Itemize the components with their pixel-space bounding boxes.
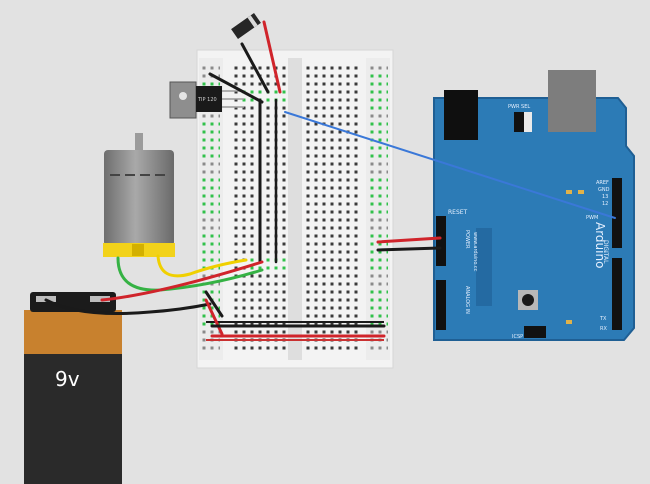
reset-label: RESET (448, 209, 468, 216)
usb-connector (548, 70, 596, 132)
motor-shaft (135, 133, 143, 151)
signal-wire-blue (284, 111, 616, 219)
diode-band (247, 15, 258, 28)
analog-header (436, 280, 446, 330)
diode (231, 13, 261, 39)
dc-motor (103, 133, 175, 257)
aref-label: AREF (596, 180, 609, 186)
motor-wire-yellow (156, 254, 248, 278)
battery-label: 9v (55, 367, 80, 391)
battery-wire-red (100, 260, 264, 302)
battery-wire-black (44, 298, 212, 315)
power-wire-black (376, 246, 442, 252)
hole-grid-left (230, 66, 286, 352)
digital-header-top (612, 178, 622, 248)
battery-9v: 9v (24, 292, 122, 484)
gnd-label: GND (598, 187, 610, 193)
battery-top-band (24, 310, 122, 354)
digital-label: DIGITAL (602, 240, 609, 264)
power-wire-red (376, 236, 442, 244)
pin13-label: 13 (602, 194, 608, 200)
arduino-uno: PWR SEL Arduino www.arduino.cc DIGITAL P… (433, 70, 635, 341)
pwr-sel-label: PWR SEL (508, 104, 530, 110)
digital-header-bottom (612, 258, 622, 330)
hole-grid-right (304, 66, 360, 352)
diode-wire-black (240, 42, 270, 94)
regulator-wire-black (208, 72, 264, 104)
wires (44, 20, 616, 338)
regulator-transistor: TIP 120 (169, 81, 244, 119)
diode-wire-red (262, 20, 282, 94)
power-jack (444, 90, 478, 140)
pwm-label: PWM (586, 215, 598, 221)
power-label: POWER (464, 230, 470, 249)
regulator-body (196, 86, 222, 112)
tx-label: TX (599, 316, 607, 322)
pin12-label: 12 (602, 201, 608, 207)
motor-can (104, 150, 174, 246)
analog-label: ANALOG IN (464, 286, 470, 314)
icsp-header (524, 326, 546, 338)
mcu-chip (476, 228, 492, 306)
power-header (436, 216, 446, 266)
icsp-label: ICSP (512, 334, 523, 340)
regulator-label: TIP 120 (197, 97, 217, 103)
breadboard (196, 49, 394, 369)
center-channel (288, 58, 302, 360)
arduino-brand: Arduino (593, 222, 607, 268)
arduino-site: www.arduino.cc (472, 232, 478, 272)
rx-label: RX (600, 326, 607, 332)
